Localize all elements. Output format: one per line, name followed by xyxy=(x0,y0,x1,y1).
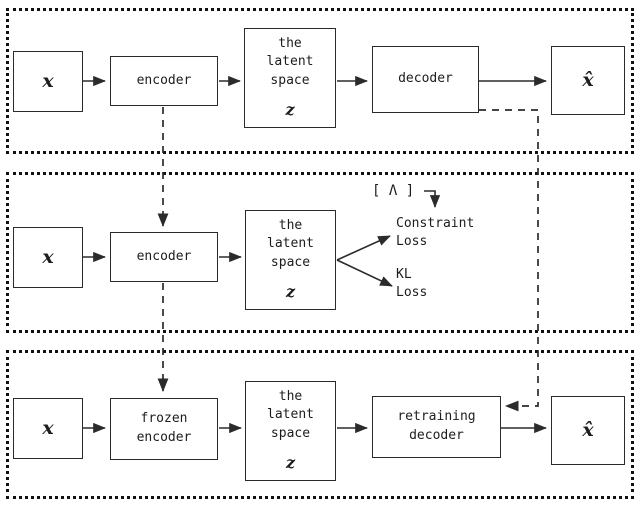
arrow-lambda-to-constraint-loss xyxy=(424,190,441,208)
node-retraining-decoder-bot: retraining decoder xyxy=(372,396,501,458)
output-xhat-label-top: x̂ xyxy=(582,68,594,91)
encoder-label-mid: encoder xyxy=(136,248,192,264)
arrow-latent-to-kl-loss xyxy=(336,259,393,287)
latent-symbol-z-top: z xyxy=(285,100,295,120)
retraining-decoder-line2: decoder xyxy=(409,428,464,443)
panel-stage-retrain xyxy=(6,350,634,499)
kl-loss-line1: KL xyxy=(396,267,412,282)
latent-line2-top: latent xyxy=(266,54,314,70)
constraint-loss-line1: Constraint xyxy=(396,216,475,231)
node-latent-space-top: the latent space z xyxy=(244,28,336,128)
panel-stage-pretrain xyxy=(6,8,634,154)
input-x-label-mid: x xyxy=(42,245,54,268)
latent-symbol-z-mid: z xyxy=(285,282,296,302)
node-input-x-bot: x xyxy=(13,398,83,459)
arrow-latent-to-constraint-loss xyxy=(336,235,391,261)
node-encoder-top: encoder xyxy=(110,56,218,106)
input-x-label-bot: x xyxy=(42,416,54,439)
latent-line2-mid: latent xyxy=(267,236,314,252)
panel-stage-constraint xyxy=(6,172,634,333)
latent-line1-bot: the xyxy=(278,388,303,404)
latent-line1-mid: the xyxy=(278,217,303,233)
constraint-loss-line2: Loss xyxy=(396,233,428,249)
latent-line3-top: space xyxy=(270,73,310,89)
latent-line3-bot: space xyxy=(270,426,311,442)
kl-loss-line2: Loss xyxy=(396,284,428,300)
node-output-xhat-top: x̂ xyxy=(551,46,625,115)
latent-symbol-z-bot: z xyxy=(285,453,296,473)
node-decoder-top: decoder xyxy=(372,46,479,113)
dashed-decoder-weights-to-stage3 xyxy=(479,109,539,412)
input-x-label-top: x xyxy=(42,69,54,92)
node-latent-space-mid: the latent space z xyxy=(245,210,336,310)
node-latent-space-bot: the latent space z xyxy=(245,381,336,481)
output-xhat-label-bot: x̂ xyxy=(582,418,594,441)
latent-line3-mid: space xyxy=(270,255,311,271)
node-frozen-encoder-bot: frozen encoder xyxy=(110,398,218,460)
node-encoder-mid: encoder xyxy=(110,232,218,282)
latent-line2-bot: latent xyxy=(267,407,314,423)
node-output-xhat-bot: x̂ xyxy=(551,396,625,465)
node-input-x-mid: x xyxy=(13,227,83,288)
frozen-encoder-line2: encoder xyxy=(136,430,192,445)
encoder-label-top: encoder xyxy=(136,72,192,88)
kl-loss-label: KL Loss xyxy=(396,266,427,301)
constraint-loss-label: Constraint Loss xyxy=(396,215,474,250)
frozen-encoder-line1: frozen xyxy=(140,411,188,427)
latent-line1-top: the xyxy=(278,35,302,51)
node-input-x-top: x xyxy=(13,51,83,112)
lambda-bracket-label: [ Λ ] xyxy=(372,183,415,199)
decoder-label-top: decoder xyxy=(398,71,453,87)
retraining-decoder-line1: retraining xyxy=(397,409,476,425)
